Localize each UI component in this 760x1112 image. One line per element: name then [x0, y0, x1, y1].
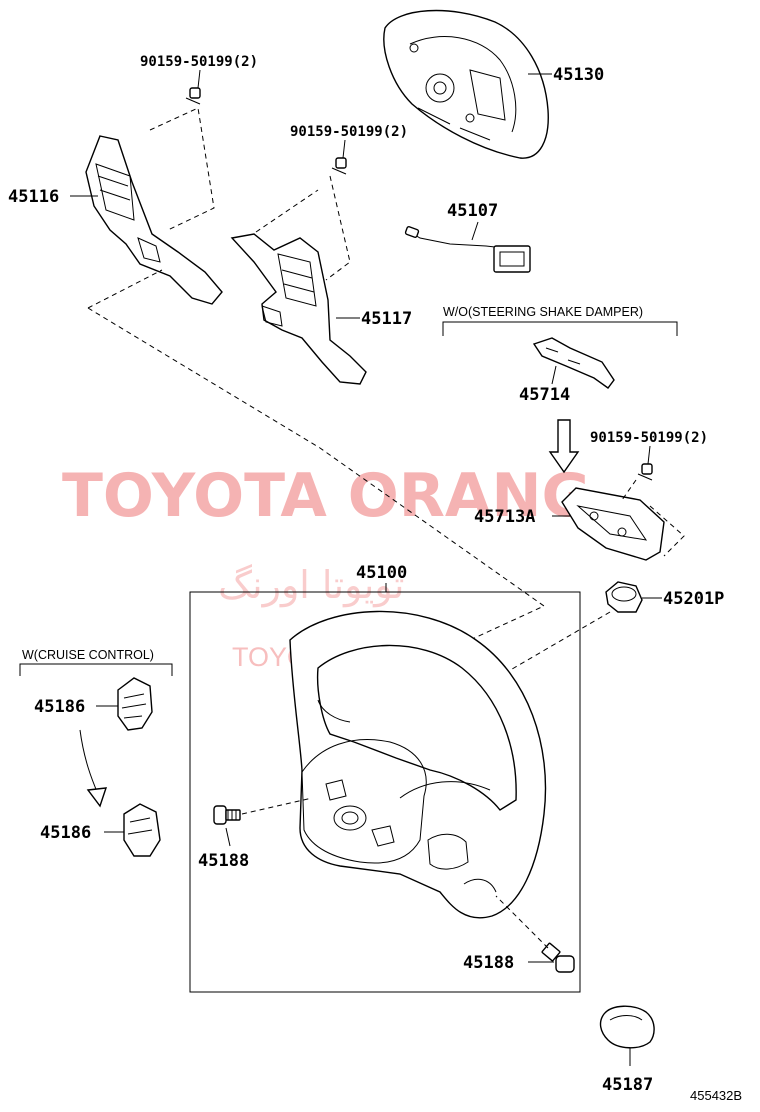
bracket-45714[interactable] [532, 337, 615, 389]
label-45186-upper: 45186 [34, 697, 85, 717]
arrow-down-icon [548, 419, 580, 474]
note-steering-shake: W/O(STEERING SHAKE DAMPER) [443, 305, 643, 319]
switch-45116[interactable] [85, 135, 223, 305]
airbag-45130[interactable] [383, 9, 549, 159]
bolt-icon-3[interactable] [637, 463, 653, 481]
label-45187: 45187 [602, 1075, 653, 1095]
label-bolt-3: 90159-50199(2) [590, 430, 708, 446]
label-45107: 45107 [447, 201, 498, 221]
label-bolt-1: 90159-50199(2) [140, 54, 258, 70]
label-45188-left: 45188 [198, 851, 249, 871]
nut-45201P[interactable] [605, 581, 643, 613]
bolt-icon-2[interactable] [331, 157, 347, 175]
curved-arrow-icon [86, 787, 108, 808]
label-45117: 45117 [361, 309, 412, 329]
label-45713A: 45713A [474, 507, 535, 527]
label-45130: 45130 [553, 65, 604, 85]
bolt-icon-1[interactable] [185, 87, 201, 105]
wire-harness-45107[interactable] [404, 226, 531, 273]
note-cruise-control: W(CRUISE CONTROL) [22, 648, 154, 662]
screw-45188-right[interactable] [541, 942, 575, 973]
switch-45117[interactable] [230, 233, 367, 385]
switch-45186-upper[interactable] [117, 677, 153, 731]
switch-45186-lower[interactable] [123, 803, 161, 857]
label-45201P: 45201P [663, 589, 724, 609]
watermark-persian: تویوتا اورنگ [218, 563, 405, 608]
diagram-reference: 455432B [690, 1088, 742, 1103]
label-45100: 45100 [356, 563, 407, 583]
screw-45188-left[interactable] [213, 805, 241, 825]
label-45714: 45714 [519, 385, 570, 405]
cover-45187[interactable] [599, 1005, 655, 1049]
steering-wheel-45100[interactable] [289, 610, 547, 919]
watermark-main: TOYOTA ORANG [62, 461, 591, 531]
label-bolt-2: 90159-50199(2) [290, 124, 408, 140]
bracket-45713A[interactable] [561, 487, 665, 561]
label-45186-lower: 45186 [40, 823, 91, 843]
wheel-assembly-box [189, 591, 581, 993]
label-45188-right: 45188 [463, 953, 514, 973]
label-45116: 45116 [8, 187, 59, 207]
